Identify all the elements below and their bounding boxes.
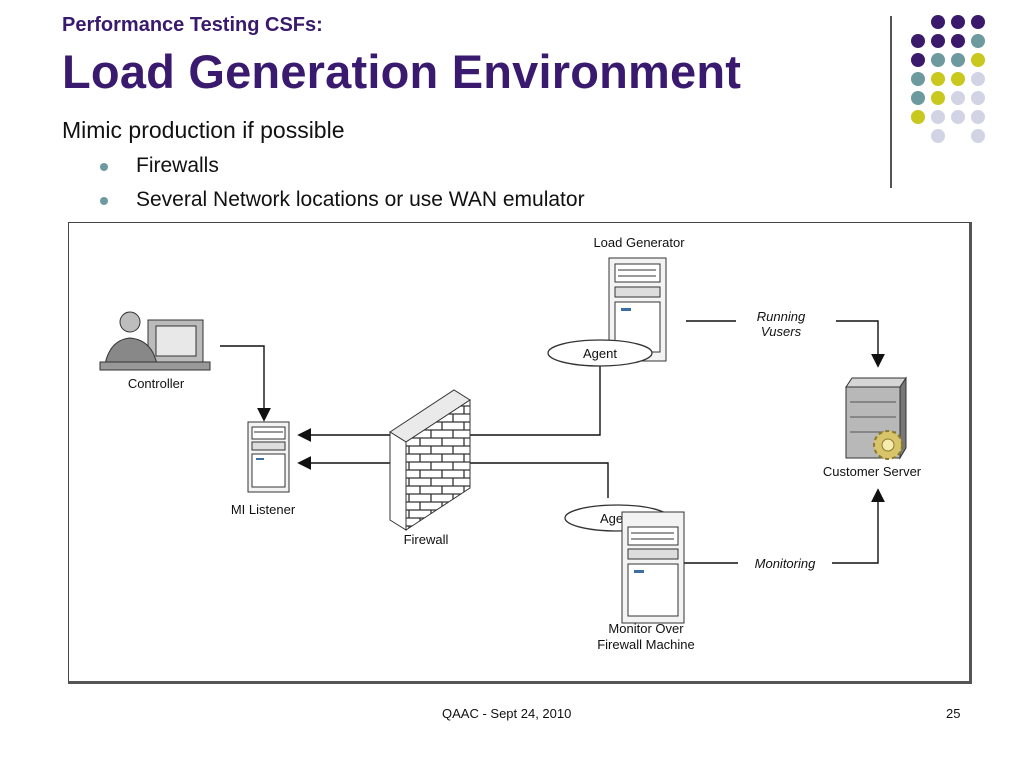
bullet-dot-icon bbox=[100, 163, 108, 171]
page-number: 25 bbox=[946, 706, 961, 721]
decorative-dot bbox=[931, 91, 945, 105]
decorative-dot bbox=[931, 72, 945, 86]
agent-top-label: Agent bbox=[583, 346, 617, 361]
decorative-dot bbox=[971, 15, 985, 29]
agent-top: Agent bbox=[547, 339, 653, 367]
controller-to-listener-line bbox=[220, 345, 271, 422]
decorative-dot bbox=[951, 15, 965, 29]
main-bullet: Mimic production if possible bbox=[62, 117, 345, 143]
decorative-dot bbox=[951, 53, 965, 67]
bullet-text: Firewalls bbox=[136, 154, 219, 177]
load-generator-label: Load Generator bbox=[593, 235, 685, 250]
footer-date: QAAC - Sept 24, 2010 bbox=[442, 706, 572, 721]
decorative-dot bbox=[931, 34, 945, 48]
monitoring-line-2 bbox=[832, 488, 885, 564]
running-vusers-line-2 bbox=[836, 320, 885, 368]
bullet-dot-icon bbox=[100, 197, 108, 205]
decorative-dot bbox=[951, 34, 965, 48]
server-with-gear-icon bbox=[845, 376, 907, 460]
controller-label: Controller bbox=[128, 376, 185, 391]
decorative-dot bbox=[951, 91, 965, 105]
decorative-dot bbox=[951, 110, 965, 124]
decorative-dot bbox=[951, 72, 965, 86]
decorative-dot bbox=[911, 34, 925, 48]
firewall-label: Firewall bbox=[404, 532, 449, 547]
running-label-line2: Vusers bbox=[761, 324, 802, 339]
monitor-label-line1: Monitor Over bbox=[608, 621, 684, 636]
header-divider bbox=[890, 16, 892, 188]
connectors bbox=[220, 320, 885, 564]
firewall-node: Firewall bbox=[389, 389, 471, 547]
bullet-text: Several Network locations or use WAN emu… bbox=[136, 188, 585, 211]
monitor-machine-node: Monitor Over Firewall Machine bbox=[597, 511, 695, 652]
decorative-dot bbox=[911, 72, 925, 86]
decorative-dot bbox=[931, 15, 945, 29]
brick-wall-icon bbox=[389, 389, 471, 531]
decorative-dot bbox=[971, 53, 985, 67]
decorative-dot bbox=[911, 91, 925, 105]
server-tower-icon bbox=[247, 421, 290, 493]
network-diagram: Load Generator Controller bbox=[99, 235, 922, 652]
decorative-dot bbox=[911, 53, 925, 67]
diagram-frame bbox=[68, 222, 972, 684]
decorative-dot bbox=[931, 110, 945, 124]
running-label-line1: Running bbox=[757, 309, 806, 324]
monitor-label-line2: Firewall Machine bbox=[597, 637, 695, 652]
decorative-dot bbox=[971, 72, 985, 86]
slide-title: Load Generation Environment bbox=[62, 45, 742, 98]
customer-server-label: Customer Server bbox=[823, 464, 922, 479]
controller-node: Controller bbox=[99, 311, 211, 391]
monitoring-label: Monitoring bbox=[755, 556, 816, 571]
decorative-dot bbox=[971, 129, 985, 143]
bullet-item-network: Several Network locations or use WAN emu… bbox=[100, 188, 585, 212]
decorative-dot-grid bbox=[911, 15, 985, 143]
slide-subtitle: Performance Testing CSFs: bbox=[62, 14, 323, 36]
user-at-computer-icon bbox=[99, 311, 211, 371]
customer-server-node: Customer Server bbox=[823, 376, 922, 479]
decorative-dot bbox=[911, 110, 925, 124]
decorative-dot bbox=[931, 53, 945, 67]
decorative-dot bbox=[971, 91, 985, 105]
decorative-dot bbox=[971, 34, 985, 48]
server-tower-icon bbox=[621, 511, 685, 624]
mi-listener-node: MI Listener bbox=[231, 421, 296, 517]
bullet-item-firewalls: Firewalls bbox=[100, 154, 219, 178]
decorative-dot bbox=[931, 129, 945, 143]
decorative-dot bbox=[971, 110, 985, 124]
mi-listener-label: MI Listener bbox=[231, 502, 296, 517]
